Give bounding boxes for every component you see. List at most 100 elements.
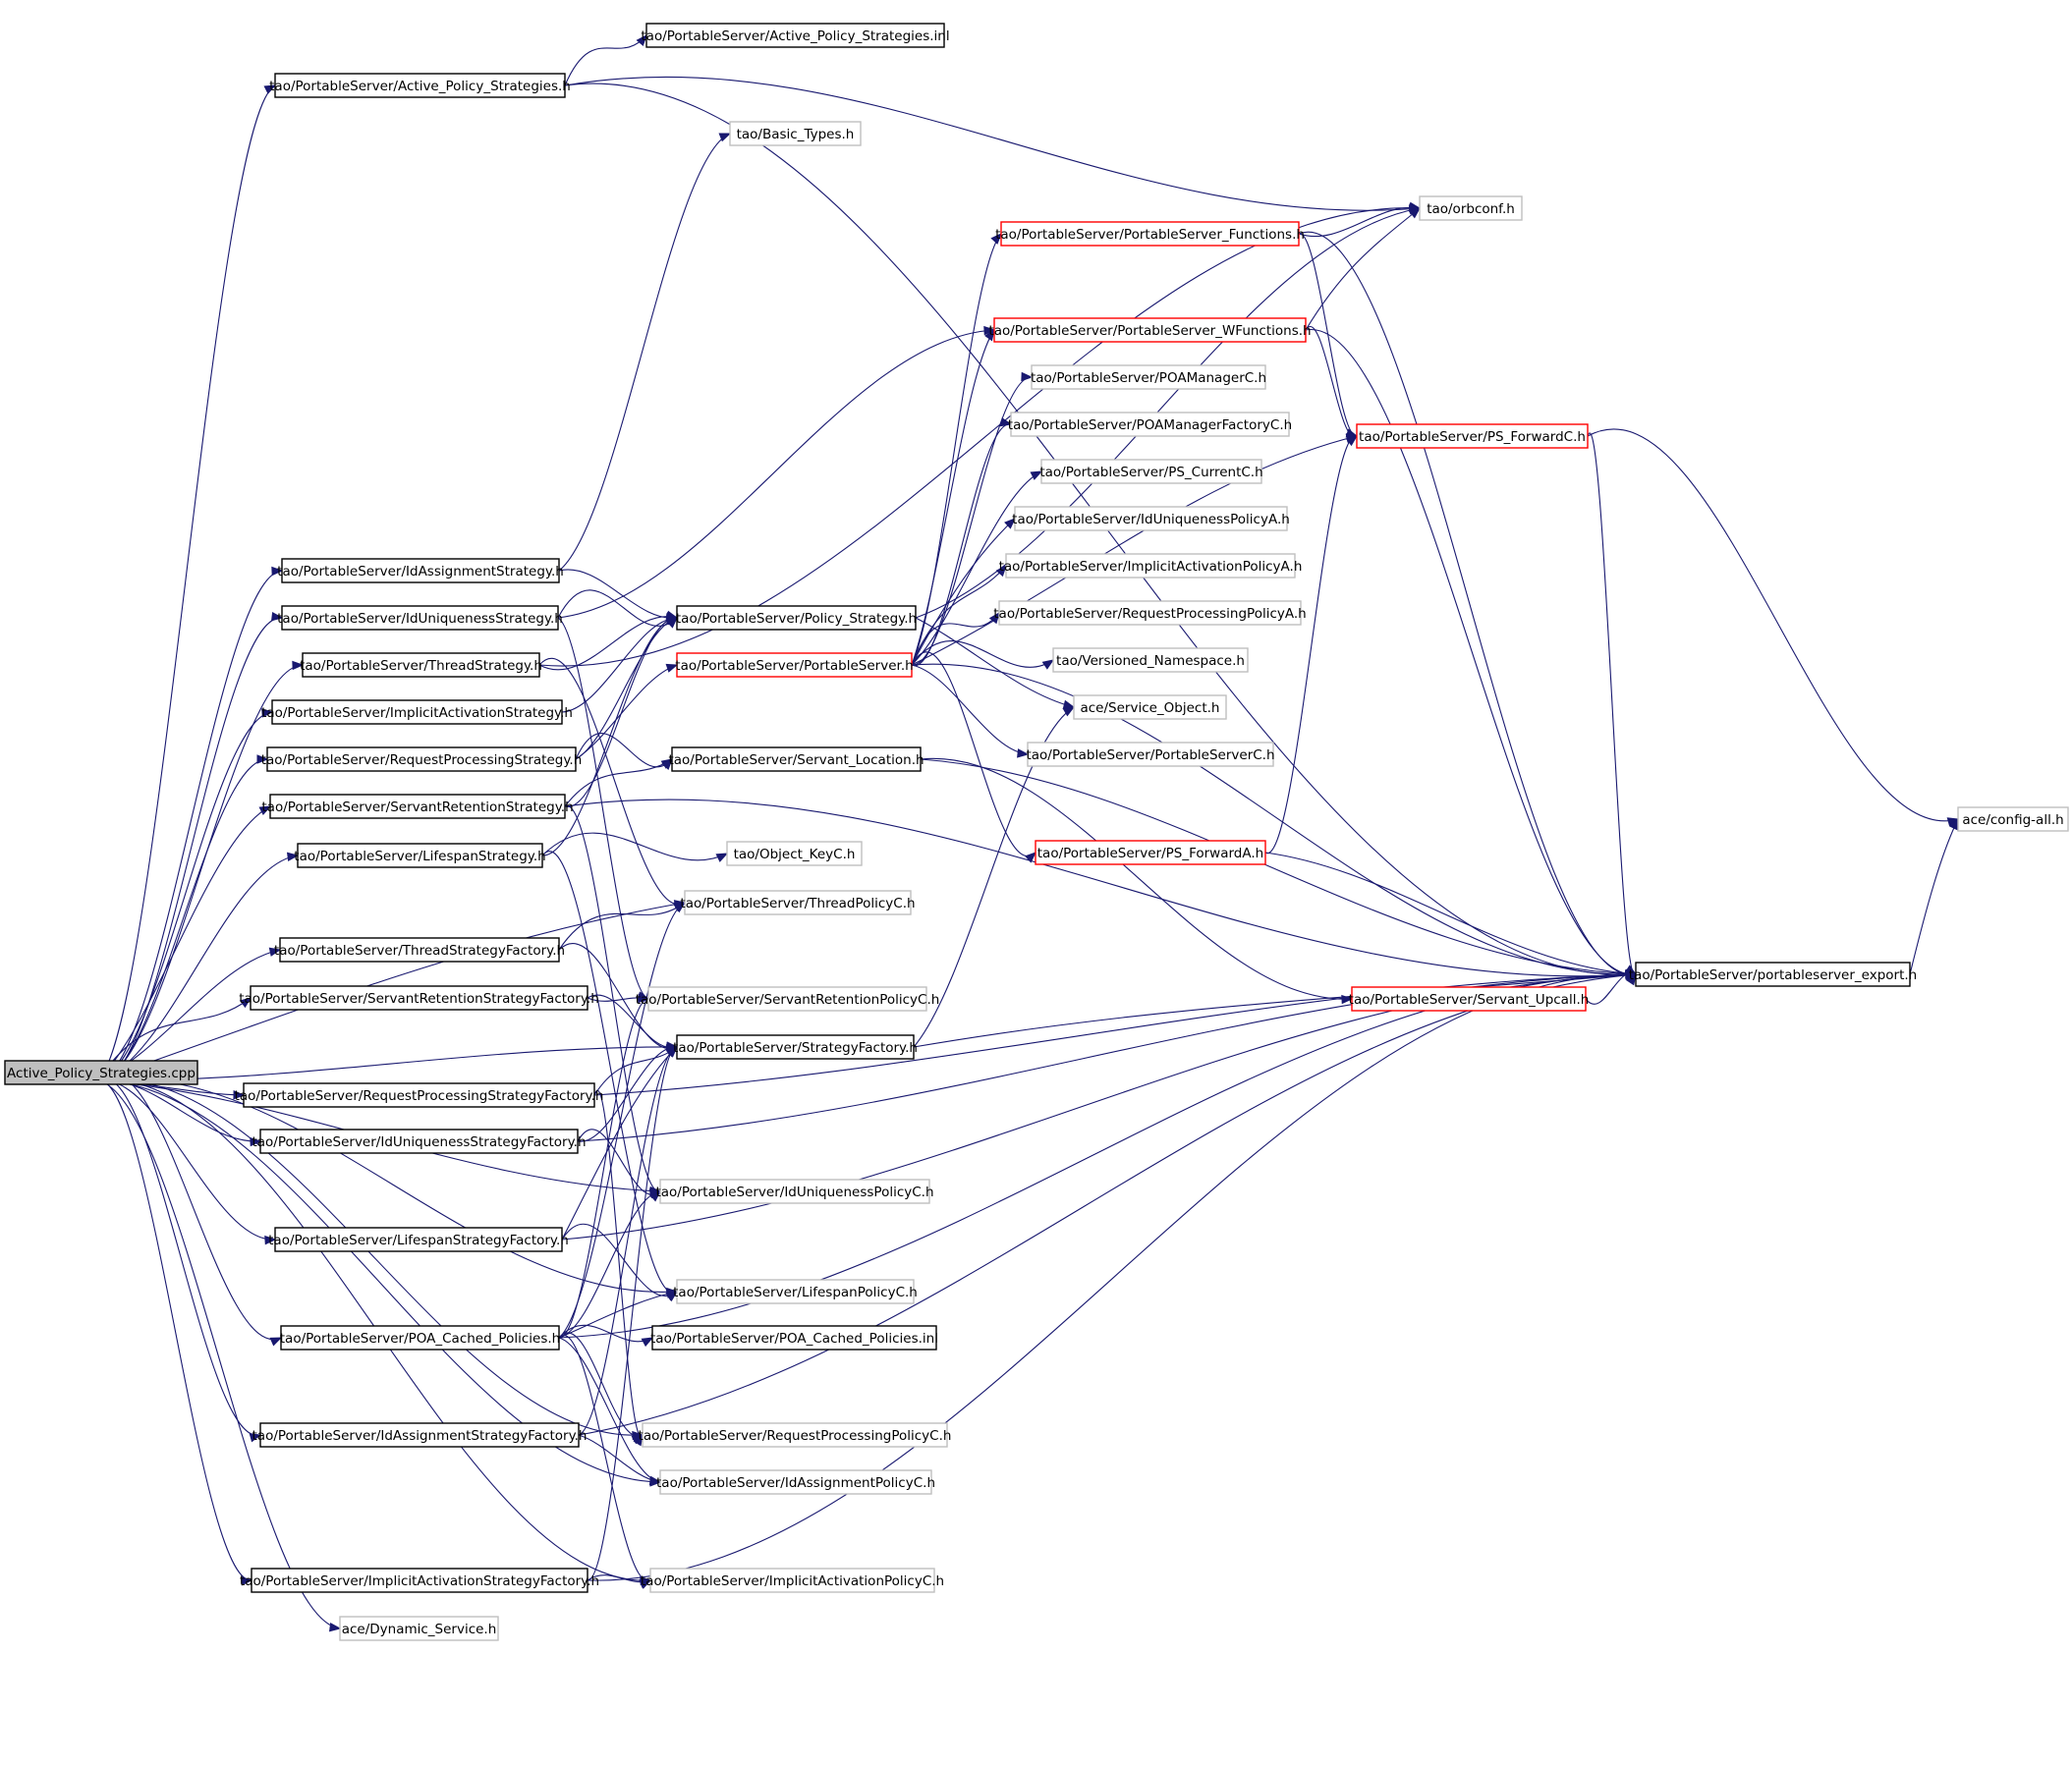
node-tao-orbconf-h[interactable]: tao/orbconf.h (1419, 195, 1523, 221)
node-tao-portableserver-iduniquenessstrategyfactory-h[interactable]: tao/PortableServer/IdUniquenessStrategyF… (252, 1129, 587, 1154)
edge-line (564, 617, 678, 807)
edge-portableserver-to-ps_forwarda (911, 651, 1036, 863)
node-tao-portableserver-idassignmentstrategy-h[interactable]: tao/PortableServer/IdAssignmentStrategy.… (277, 558, 564, 583)
node-tao-portableserver-ps-currentc-h[interactable]: tao/PortableServer/PS_CurrentC.h (1039, 459, 1263, 484)
node-box (251, 1568, 588, 1593)
node-tao-portableserver-lifespanstrategyfactory-h[interactable]: tao/PortableServer/LifespanStrategyFacto… (268, 1227, 569, 1252)
node-ace-dynamic-service-h[interactable]: ace/Dynamic_Service.h (339, 1616, 499, 1641)
node-tao-portableserver-requestprocessingstrategyfactory-h[interactable]: tao/PortableServer/RequestProcessingStra… (235, 1082, 604, 1108)
node-tao-portableserver-lifespanstrategy-h[interactable]: tao/PortableServer/LifespanStrategy.h (294, 843, 546, 868)
edge-arrowhead (1021, 371, 1034, 382)
edge-line (561, 1046, 678, 1241)
node-tao-portableserver-iduniquenessstrategy-h[interactable]: tao/PortableServer/IdUniquenessStrategy.… (277, 605, 563, 631)
edge-poa_cached-to-iduniqpolicyc (558, 1187, 662, 1339)
edge-idassignstrat-to-basic_types (558, 133, 732, 572)
edge-arrowhead (239, 997, 252, 1009)
node-tao-portableserver-poamanagerfactoryc-h[interactable]: tao/PortableServer/POAManagerFactoryC.h (1008, 412, 1292, 437)
node-label: tao/PortableServer/ServantRetentionStrat… (261, 800, 573, 815)
node-tao-portableserver-servant-location-h[interactable]: tao/PortableServer/Servant_Location.h (668, 746, 924, 772)
edge-line (913, 706, 1075, 1048)
node-box (1035, 840, 1266, 865)
node-tao-portableserver-servantretentionstrategy-h[interactable]: tao/PortableServer/ServantRetentionStrat… (261, 794, 574, 819)
node-tao-portableserver-portableserver-h[interactable]: tao/PortableServer/PortableServer.h (675, 652, 914, 678)
node-tao-portableserver-policy-strategy-h[interactable]: tao/PortableServer/Policy_Strategy.h (676, 605, 917, 631)
node-tao-portableserver-requestprocessingpolicyc-h[interactable]: tao/PortableServer/RequestProcessingPoli… (639, 1422, 952, 1448)
edge-line (593, 973, 1637, 1096)
node-tao-basic-types-h[interactable]: tao/Basic_Types.h (729, 121, 862, 146)
node-tao-versioned-namespace-h[interactable]: tao/Versioned_Namespace.h (1052, 647, 1249, 673)
node-tao-portableserver-strategyfactory-h[interactable]: tao/PortableServer/StrategyFactory.h (673, 1034, 918, 1060)
node-tao-portableserver-requestprocessingpolicya-h[interactable]: tao/PortableServer/RequestProcessingPoli… (993, 600, 1307, 626)
edge-reqprocstrat-to-portableserver (575, 663, 679, 760)
node-tao-portableserver-threadstrategyfactory-h[interactable]: tao/PortableServer/ThreadStrategyFactory… (274, 937, 565, 963)
node-tao-portableserver-poa-cached-policies-h[interactable]: tao/PortableServer/POA_Cached_Policies.h (280, 1325, 560, 1351)
node-tao-portableserver-idassignmentstrategyfactory-h[interactable]: tao/PortableServer/IdAssignmentStrategyF… (252, 1422, 588, 1448)
node-active-policy-strategies-cpp[interactable]: Active_Policy_Strategies.cpp (4, 1060, 198, 1085)
node-tao-portableserver-servant-upcall-h[interactable]: tao/PortableServer/Servant_Upcall.h (1349, 986, 1590, 1012)
edge-line (558, 1335, 651, 1581)
node-tao-portableserver-threadstrategy-h[interactable]: tao/PortableServer/ThreadStrategy.h (300, 652, 542, 678)
edge-arrowhead (666, 1041, 679, 1052)
edge-line (564, 805, 661, 1192)
node-tao-portableserver-ps-forwarda-h[interactable]: tao/PortableServer/PS_ForwardA.h (1035, 840, 1266, 865)
node-label: tao/PortableServer/ThreadPolicyC.h (680, 896, 915, 911)
node-tao-portableserver-active-policy-strategies-h[interactable]: tao/PortableServer/Active_Policy_Strateg… (269, 73, 571, 98)
edge-line (577, 1046, 678, 1142)
node-tao-portableserver-poamanagerc-h[interactable]: tao/PortableServer/POAManagerC.h (1031, 364, 1266, 390)
edge-root-to-poa_cached (97, 1074, 283, 1347)
edge-line (1587, 428, 1959, 822)
edge-poa_cached-to-poa_cached_inl (558, 1324, 654, 1348)
edge-line (1587, 432, 1637, 975)
node-label: tao/Object_KeyC.h (734, 847, 856, 862)
edge-idassignstratfactory-to-idassignpolicyc (578, 1434, 662, 1486)
node-tao-portableserver-implicitactivationstrategy-h[interactable]: tao/PortableServer/ImplicitActivationStr… (261, 699, 573, 725)
edges-layer (97, 33, 1960, 1632)
node-tao-portableserver-requestprocessingstrategy-h[interactable]: tao/PortableServer/RequestProcessingStra… (261, 746, 583, 772)
node-tao-portableserver-implicitactivationpolicyc-h[interactable]: tao/PortableServer/ImplicitActivationPol… (641, 1568, 944, 1593)
node-tao-portableserver-ps-forwardc-h[interactable]: tao/PortableServer/PS_ForwardC.h (1356, 423, 1589, 449)
edge-poa_cached-to-servretpolicyc (558, 993, 650, 1339)
edge-portableserver-to-portableserverc (911, 664, 1030, 758)
node-box (676, 1279, 915, 1304)
edge-arrowhead (292, 660, 305, 671)
node-label: tao/PortableServer/PortableServer.h (675, 658, 913, 674)
edge-servretstrat-to-ps_export (564, 799, 1638, 980)
node-tao-portableserver-implicitactivationpolicya-h[interactable]: tao/PortableServer/ImplicitActivationPol… (999, 553, 1303, 579)
node-tao-portableserver-idassignmentpolicyc-h[interactable]: tao/PortableServer/IdAssignmentPolicyC.h (656, 1469, 935, 1495)
node-box (297, 843, 543, 868)
edge-ps_wfunctions-to-orbconf (1305, 207, 1422, 331)
node-tao-portableserver-iduniquenesspolicyc-h[interactable]: tao/PortableServer/IdUniquenessPolicyC.h (655, 1179, 934, 1204)
node-label: tao/PortableServer/StrategyFactory.h (673, 1040, 918, 1056)
node-box (1014, 506, 1288, 531)
node-tao-portableserver-iduniquenesspolicya-h[interactable]: tao/PortableServer/IdUniquenessPolicyA.h (1012, 506, 1290, 531)
node-tao-portableserver-servantretentionstrategyfactory-h[interactable]: tao/PortableServer/ServantRetentionStrat… (239, 985, 599, 1011)
edge-arrowhead (718, 133, 732, 142)
edge-line (577, 1129, 661, 1195)
node-tao-portableserver-threadpolicyc-h[interactable]: tao/PortableServer/ThreadPolicyC.h (680, 890, 916, 915)
node-tao-portableserver-portableserverc-h[interactable]: tao/PortableServer/PortableServerC.h (1026, 742, 1275, 767)
node-ace-service-object-h[interactable]: ace/Service_Object.h (1073, 694, 1227, 720)
node-box (647, 986, 927, 1012)
edge-line (538, 657, 686, 906)
node-tao-object-keyc-h[interactable]: tao/Object_KeyC.h (726, 841, 863, 866)
node-label: tao/PortableServer/PortableServerC.h (1026, 747, 1274, 763)
node-box (1031, 364, 1266, 390)
node-tao-portableserver-portableserver-wfunctions-h[interactable]: tao/PortableServer/PortableServer_WFunct… (988, 317, 1312, 343)
node-box (1010, 412, 1290, 437)
edge-line (578, 1046, 678, 1436)
edge-stratfactory-to-service_object (913, 706, 1076, 1048)
node-tao-portableserver-implicitactivationstrategyfactory-h[interactable]: tao/PortableServer/ImplicitActivationStr… (240, 1568, 599, 1593)
edge-arrowhead (641, 1337, 654, 1348)
edge-portableserver-to-versioned_ns (911, 640, 1055, 670)
node-tao-portableserver-active-policy-strategies-inl[interactable]: tao/PortableServer/Active_Policy_Strateg… (641, 23, 950, 48)
node-tao-portableserver-lifespanpolicyc-h[interactable]: tao/PortableServer/LifespanPolicyC.h (673, 1279, 918, 1304)
node-tao-portableserver-portableserver-functions-h[interactable]: tao/PortableServer/PortableServer_Functi… (995, 221, 1305, 247)
edge-line (575, 733, 673, 768)
node-tao-portableserver-servantretentionpolicyc-h[interactable]: tao/PortableServer/ServantRetentionPolic… (636, 986, 940, 1012)
node-tao-portableserver-portableserver-export-h[interactable]: tao/PortableServer/portableserver_export… (1629, 962, 1918, 987)
node-ace-config-all-h[interactable]: ace/config-all.h (1957, 806, 2069, 832)
edge-arrowhead (983, 325, 996, 336)
node-label: ace/Dynamic_Service.h (342, 1622, 497, 1637)
edge-portableserver-to-poamanagerfactoryc (911, 417, 1013, 666)
node-tao-portableserver-poa-cached-policies-inl[interactable]: tao/PortableServer/POA_Cached_Policies.i… (650, 1325, 938, 1351)
